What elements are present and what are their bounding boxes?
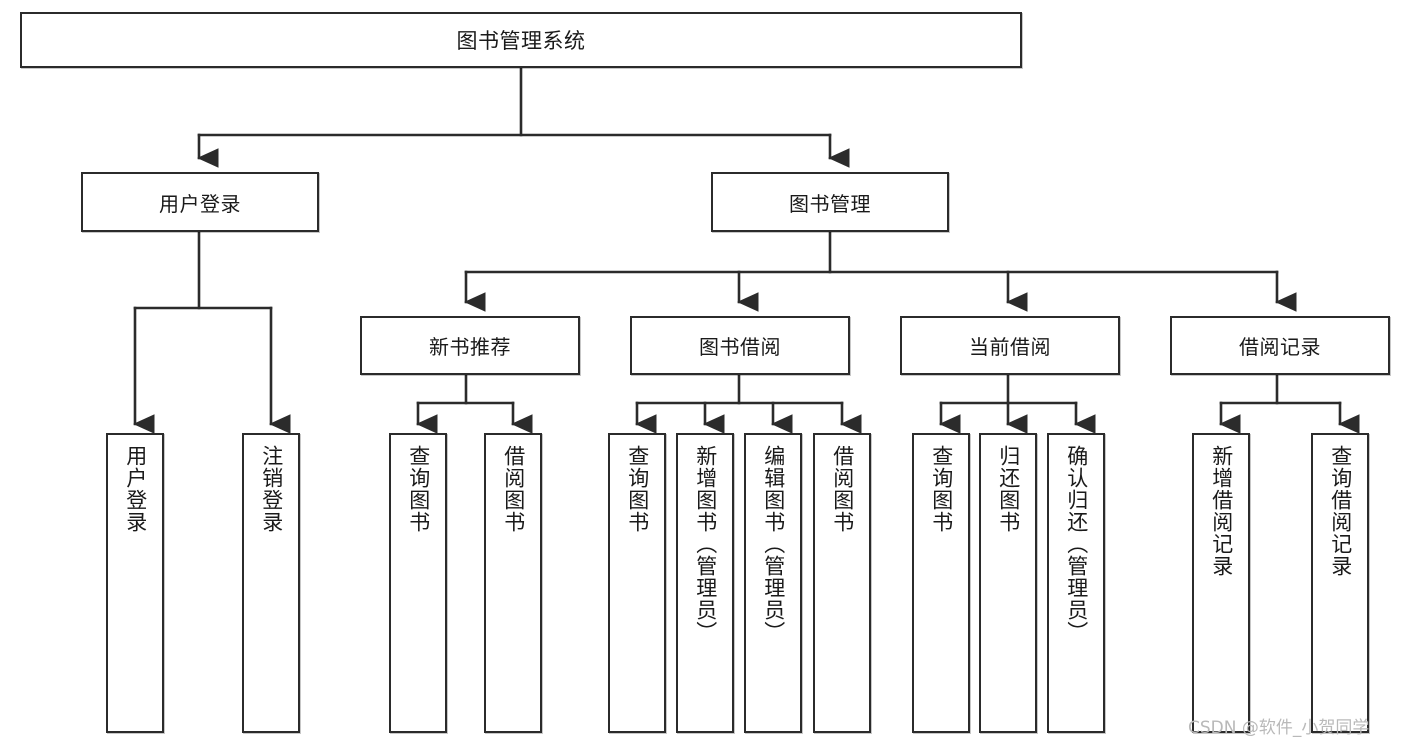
leaf-query-book-1[interactable]: 查询图书 (389, 433, 447, 733)
leaf-confirm-return[interactable]: 确认归还（管理员） (1047, 433, 1105, 733)
node-new-book-recommend[interactable]: 新书推荐 (360, 316, 580, 375)
leaf-logout-login[interactable]: 注销登录 (242, 433, 300, 733)
leaf-query-record[interactable]: 查询借阅记录 (1311, 433, 1369, 733)
node-root[interactable]: 图书管理系统 (20, 12, 1022, 68)
leaf-borrow-book-1-label: 借阅图书 (501, 445, 526, 533)
leaf-query-book-2[interactable]: 查询图书 (608, 433, 666, 733)
leaf-logout-login-label: 注销登录 (259, 445, 284, 533)
leaf-edit-book-label: 编辑图书（管理员） (761, 445, 786, 643)
leaf-add-record[interactable]: 新增借阅记录 (1192, 433, 1250, 733)
node-new-book-recommend-label: 新书推荐 (429, 335, 511, 359)
node-user-login-label: 用户登录 (159, 191, 241, 216)
node-root-label: 图书管理系统 (456, 29, 586, 53)
node-book-borrow-label: 图书借阅 (699, 335, 781, 359)
leaf-query-book-1-label: 查询图书 (406, 445, 431, 533)
node-user-login[interactable]: 用户登录 (81, 172, 319, 232)
leaf-query-book-3-label: 查询图书 (929, 445, 954, 533)
leaf-confirm-return-label: 确认归还（管理员） (1064, 445, 1089, 643)
node-current-borrow-label: 当前借阅 (969, 335, 1051, 359)
node-borrow-record-label: 借阅记录 (1239, 335, 1321, 359)
node-book-manage[interactable]: 图书管理 (711, 172, 949, 232)
leaf-return-book-label: 归还图书 (996, 445, 1021, 533)
node-borrow-record[interactable]: 借阅记录 (1170, 316, 1390, 375)
leaf-add-record-label: 新增借阅记录 (1209, 445, 1234, 577)
leaf-user-login[interactable]: 用户登录 (106, 433, 164, 733)
leaf-edit-book[interactable]: 编辑图书（管理员） (744, 433, 802, 733)
leaf-query-book-2-label: 查询图书 (625, 445, 650, 533)
leaf-borrow-book-2[interactable]: 借阅图书 (813, 433, 871, 733)
node-book-manage-label: 图书管理 (789, 191, 871, 216)
leaf-return-book[interactable]: 归还图书 (979, 433, 1037, 733)
leaf-borrow-book-2-label: 借阅图书 (830, 445, 855, 533)
leaf-add-book[interactable]: 新增图书（管理员） (676, 433, 734, 733)
node-current-borrow[interactable]: 当前借阅 (900, 316, 1120, 375)
csdn-watermark: CSDN @软件_小贺同学 (1188, 718, 1370, 738)
leaf-user-login-label: 用户登录 (123, 445, 148, 533)
leaf-query-record-label: 查询借阅记录 (1328, 445, 1353, 577)
leaf-query-book-3[interactable]: 查询图书 (912, 433, 970, 733)
leaf-borrow-book-1[interactable]: 借阅图书 (484, 433, 542, 733)
node-book-borrow[interactable]: 图书借阅 (630, 316, 850, 375)
leaf-add-book-label: 新增图书（管理员） (693, 445, 718, 643)
